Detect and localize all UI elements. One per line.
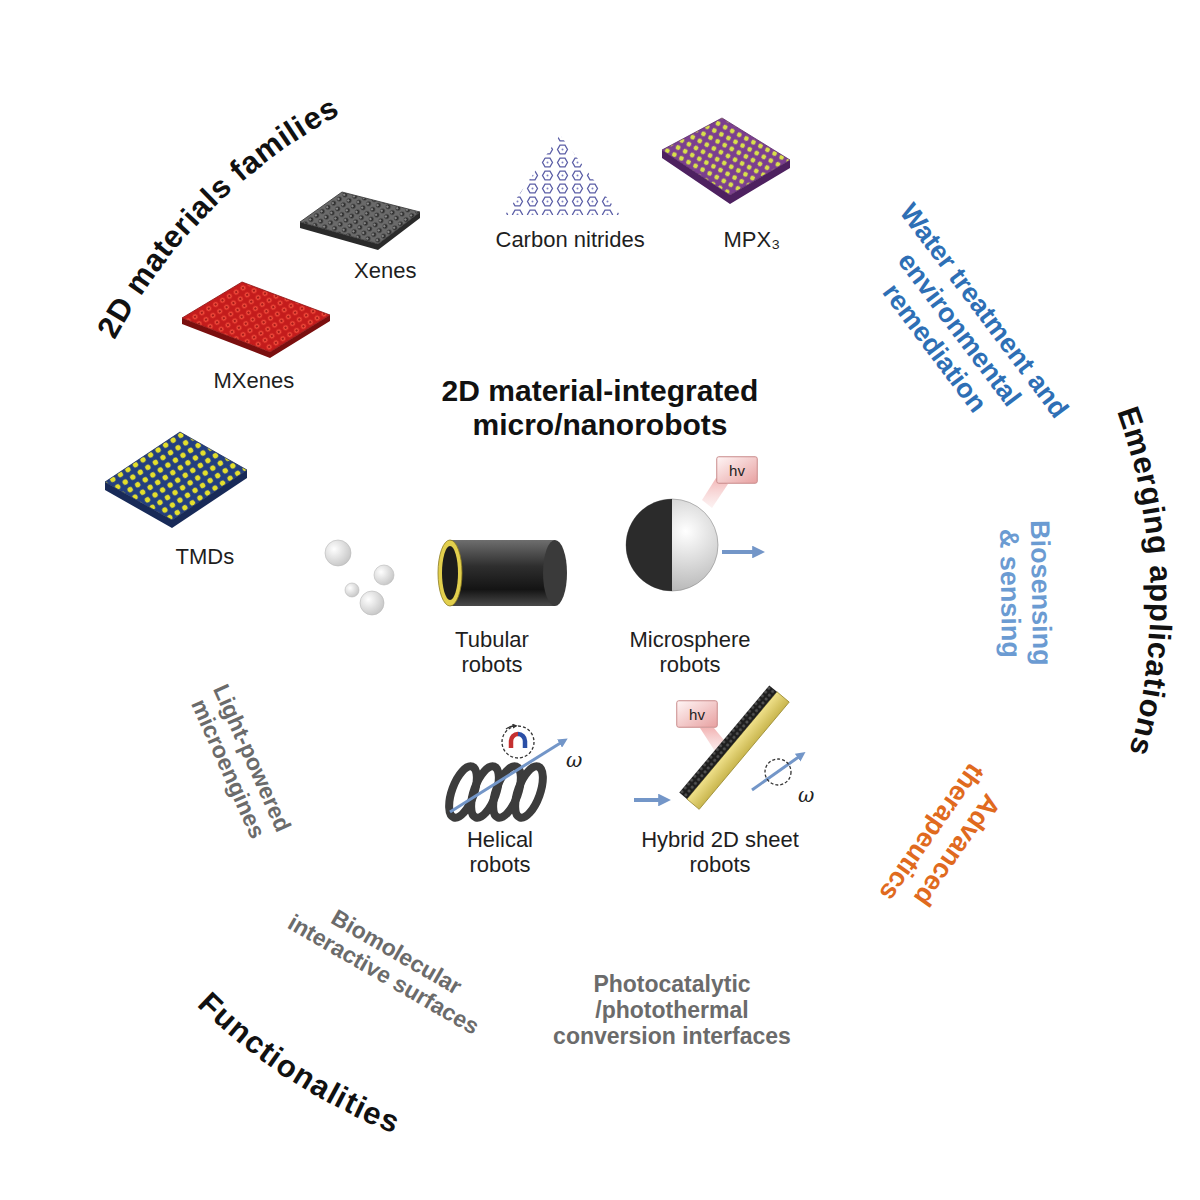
tubular-robot: [450, 540, 555, 606]
mpx3-lattice: [662, 118, 790, 195]
center-circle-shape: [281, 281, 920, 920]
omega-symbol: ω: [566, 749, 582, 772]
robot-label: Helical robots: [450, 827, 550, 878]
robot-label: Tubular robots: [437, 627, 547, 678]
mpx3-lattice: [662, 150, 790, 204]
helical-robot: [450, 742, 562, 812]
bubbles: [325, 540, 394, 615]
sector-ring: [75, 75, 878, 600]
helical-robot: [511, 734, 518, 748]
tmd-lattice: [105, 432, 247, 528]
tubular-robot: [438, 540, 462, 606]
microsphere-robot: [626, 478, 756, 591]
arc-letter: p: [1145, 583, 1176, 602]
arc-letter: g: [1142, 534, 1175, 556]
hybrid-sheet-robot: [634, 685, 800, 809]
photon-label: hv: [729, 463, 745, 478]
sector-heading: Functionalities: [180, 973, 421, 1151]
bubbles: [374, 565, 394, 585]
material-label: MXenes: [214, 368, 295, 393]
sector-shape: [2, 598, 944, 1198]
center-circle: 2D material-integrated micro/nanorobotsT…: [280, 280, 920, 920]
helical-robot: [443, 763, 548, 821]
sector-shape: [2, 2, 918, 602]
helical-robot: [443, 763, 482, 821]
microsphere-robot: [626, 499, 718, 591]
arc-letter: i: [1144, 631, 1175, 642]
functionalities-sector: Functionalities Light-powered microengine…: [2, 598, 944, 1198]
arc-letter: n: [1139, 513, 1172, 536]
helical-robot: [509, 763, 548, 821]
center-title: 2D material-integrated micro/nanorobots: [380, 374, 820, 443]
helical-robot: [465, 763, 504, 821]
sector-shape: [767, 92, 1198, 1091]
application-label: Advanced therapeutics: [861, 741, 1027, 940]
bubbles: [345, 583, 359, 597]
hybrid-sheet-robot: [700, 728, 732, 756]
sector-ring: [75, 600, 901, 1125]
hybrid-sheet-robot: [687, 692, 789, 810]
tubular-robot: [438, 540, 567, 606]
application-label: Water treatment and environmental remedi…: [832, 181, 1087, 477]
sector-heading: Emerging applications: [1100, 387, 1192, 778]
sector-band: [4, 600, 942, 1196]
sector-shape: [4, 600, 942, 1196]
sector-heading: 2D materials families: [79, 79, 358, 358]
functionality-label: Photocatalytic /photothermal conversion …: [542, 971, 802, 1050]
arc-letter: l: [1145, 622, 1176, 632]
photon-box-fill: [717, 457, 758, 484]
mxene-lattice: [182, 282, 330, 358]
photon-box: hv: [676, 700, 718, 728]
carbon-nitride-network: [505, 135, 620, 215]
tubular-robot: [442, 546, 458, 600]
materials-sector: 2D materials familiesTMDs MXenes Xenes Carb…: [2, 2, 918, 602]
arc-letter: a: [1144, 564, 1176, 583]
omega-symbol: ω: [798, 784, 814, 807]
carbon-nitride-network: [505, 135, 620, 215]
sector-shape: [4, 4, 916, 600]
tubular-robot: [543, 540, 567, 606]
sector-shape: [770, 95, 1196, 1089]
sector-band: [4, 4, 916, 600]
material-label: TMDs: [176, 544, 235, 569]
robot-label: Microsphere robots: [620, 627, 760, 678]
robot-label: Hybrid 2D sheet robots: [630, 827, 810, 878]
material-label: Carbon nitrides: [496, 227, 645, 252]
functionality-label: Biomolecular interactive surfaces: [273, 880, 507, 1046]
helical-robot: [502, 726, 534, 758]
sector-ring: [770, 155, 1125, 1030]
tmd-lattice: [105, 432, 247, 520]
hybrid-sheet-robot: [634, 798, 662, 802]
mpx3-lattice: [662, 118, 790, 204]
functionality-label: Light-powered microengines: [177, 665, 303, 860]
application-label: Biosensing & sensing: [993, 513, 1058, 674]
material-label: Xenes: [354, 258, 416, 283]
mxene-lattice: [182, 282, 330, 352]
helical-robot: [506, 726, 514, 729]
arc-letter: c: [1142, 641, 1174, 661]
hybrid-sheet-robot: [752, 756, 800, 790]
photon-label: hv: [689, 707, 705, 722]
helical-robot: [443, 726, 562, 821]
helical-robot: [518, 734, 525, 748]
bubbles: [360, 591, 384, 615]
material-label: MPX₃: [724, 227, 781, 252]
hybrid-sheet-robot: [765, 759, 791, 785]
xene-lattice: [300, 192, 420, 244]
photon-box-fill: [677, 701, 718, 728]
xene-lattice: [300, 192, 420, 250]
applications-sector: Emerging applicationsWater treatment and…: [767, 92, 1198, 1091]
xene-lattice: [300, 212, 420, 250]
arc-letter: [1144, 554, 1176, 565]
helical-robot: [487, 763, 526, 821]
tmd-lattice: [105, 470, 247, 528]
bubbles: [325, 540, 351, 566]
mxene-lattice: [182, 315, 330, 358]
microsphere-robot: [722, 550, 756, 554]
arc-letter: p: [1145, 603, 1176, 623]
microsphere-robot: [626, 499, 672, 591]
photon-box: hv: [716, 456, 758, 484]
